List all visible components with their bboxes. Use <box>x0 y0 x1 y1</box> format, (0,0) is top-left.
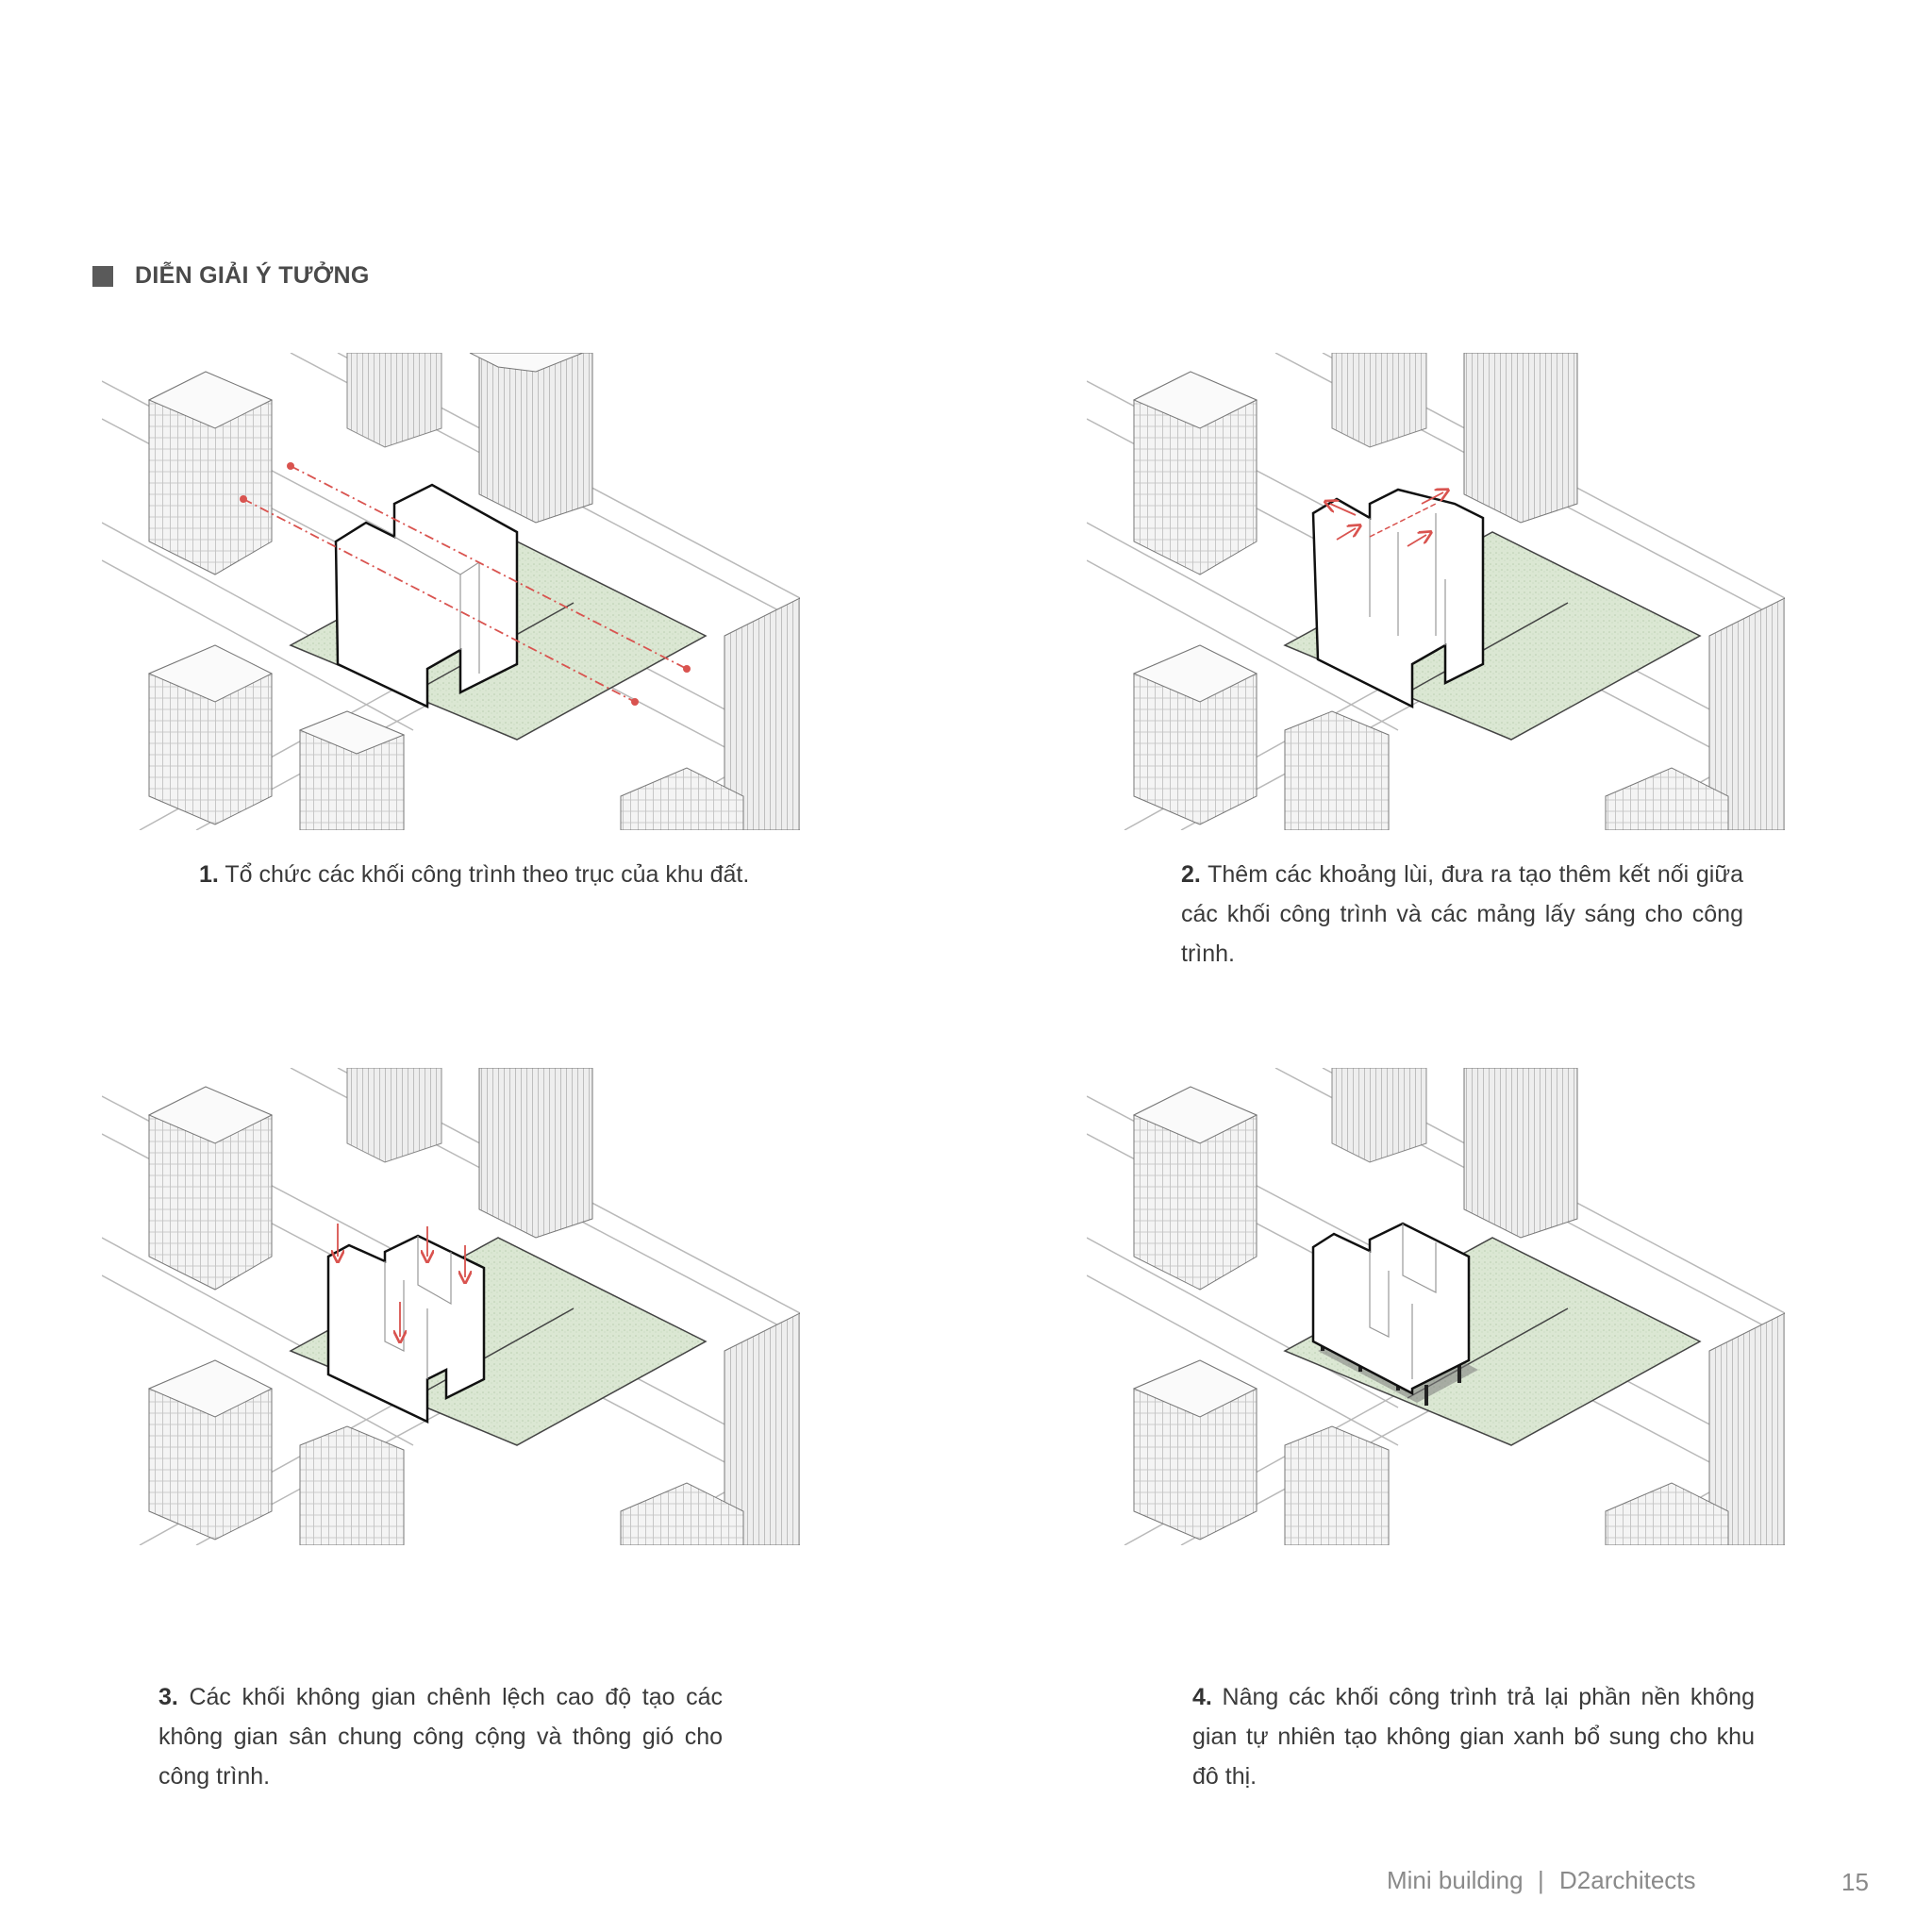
step-text: Tổ chức các khối công trình theo trục củ… <box>225 861 750 888</box>
step-caption-1: 1. Tổ chức các khối công trình theo trục… <box>199 855 765 894</box>
step-text: Các khối không gian chênh lệch cao độ tạ… <box>158 1684 723 1790</box>
section-title: DIỄN GIẢI Ý TƯỞNG <box>135 262 370 289</box>
footer-firm-name: D2architects <box>1559 1866 1696 1894</box>
page-number: 15 <box>1841 1868 1869 1896</box>
isometric-site-diagram <box>102 353 800 830</box>
footer-separator: | <box>1538 1866 1544 1894</box>
step-caption-3: 3. Các khối không gian chênh lệch cao độ… <box>158 1677 723 1796</box>
step-number: 4. <box>1192 1684 1212 1710</box>
concept-diagram-1 <box>102 353 800 830</box>
concept-diagram-3 <box>102 1068 800 1545</box>
concept-diagram-4 <box>1087 1068 1785 1545</box>
step-text: Thêm các khoảng lùi, đưa ra tạo thêm kết… <box>1181 861 1743 967</box>
step-caption-4: 4. Nâng các khối công trình trả lại phần… <box>1192 1677 1755 1796</box>
isometric-site-diagram <box>102 1068 800 1545</box>
concept-diagram-2 <box>1087 353 1785 830</box>
step-number: 1. <box>199 861 219 888</box>
step-text: Nâng các khối công trình trả lại phần nề… <box>1192 1684 1755 1790</box>
step-number: 2. <box>1181 861 1201 888</box>
footer-project-name: Mini building <box>1387 1866 1524 1894</box>
step-caption-2: 2. Thêm các khoảng lùi, đưa ra tạo thêm … <box>1181 855 1743 974</box>
isometric-site-diagram <box>1087 353 1785 830</box>
section-marker-square <box>92 266 113 287</box>
step-number: 3. <box>158 1684 178 1710</box>
isometric-site-diagram <box>1087 1068 1785 1545</box>
